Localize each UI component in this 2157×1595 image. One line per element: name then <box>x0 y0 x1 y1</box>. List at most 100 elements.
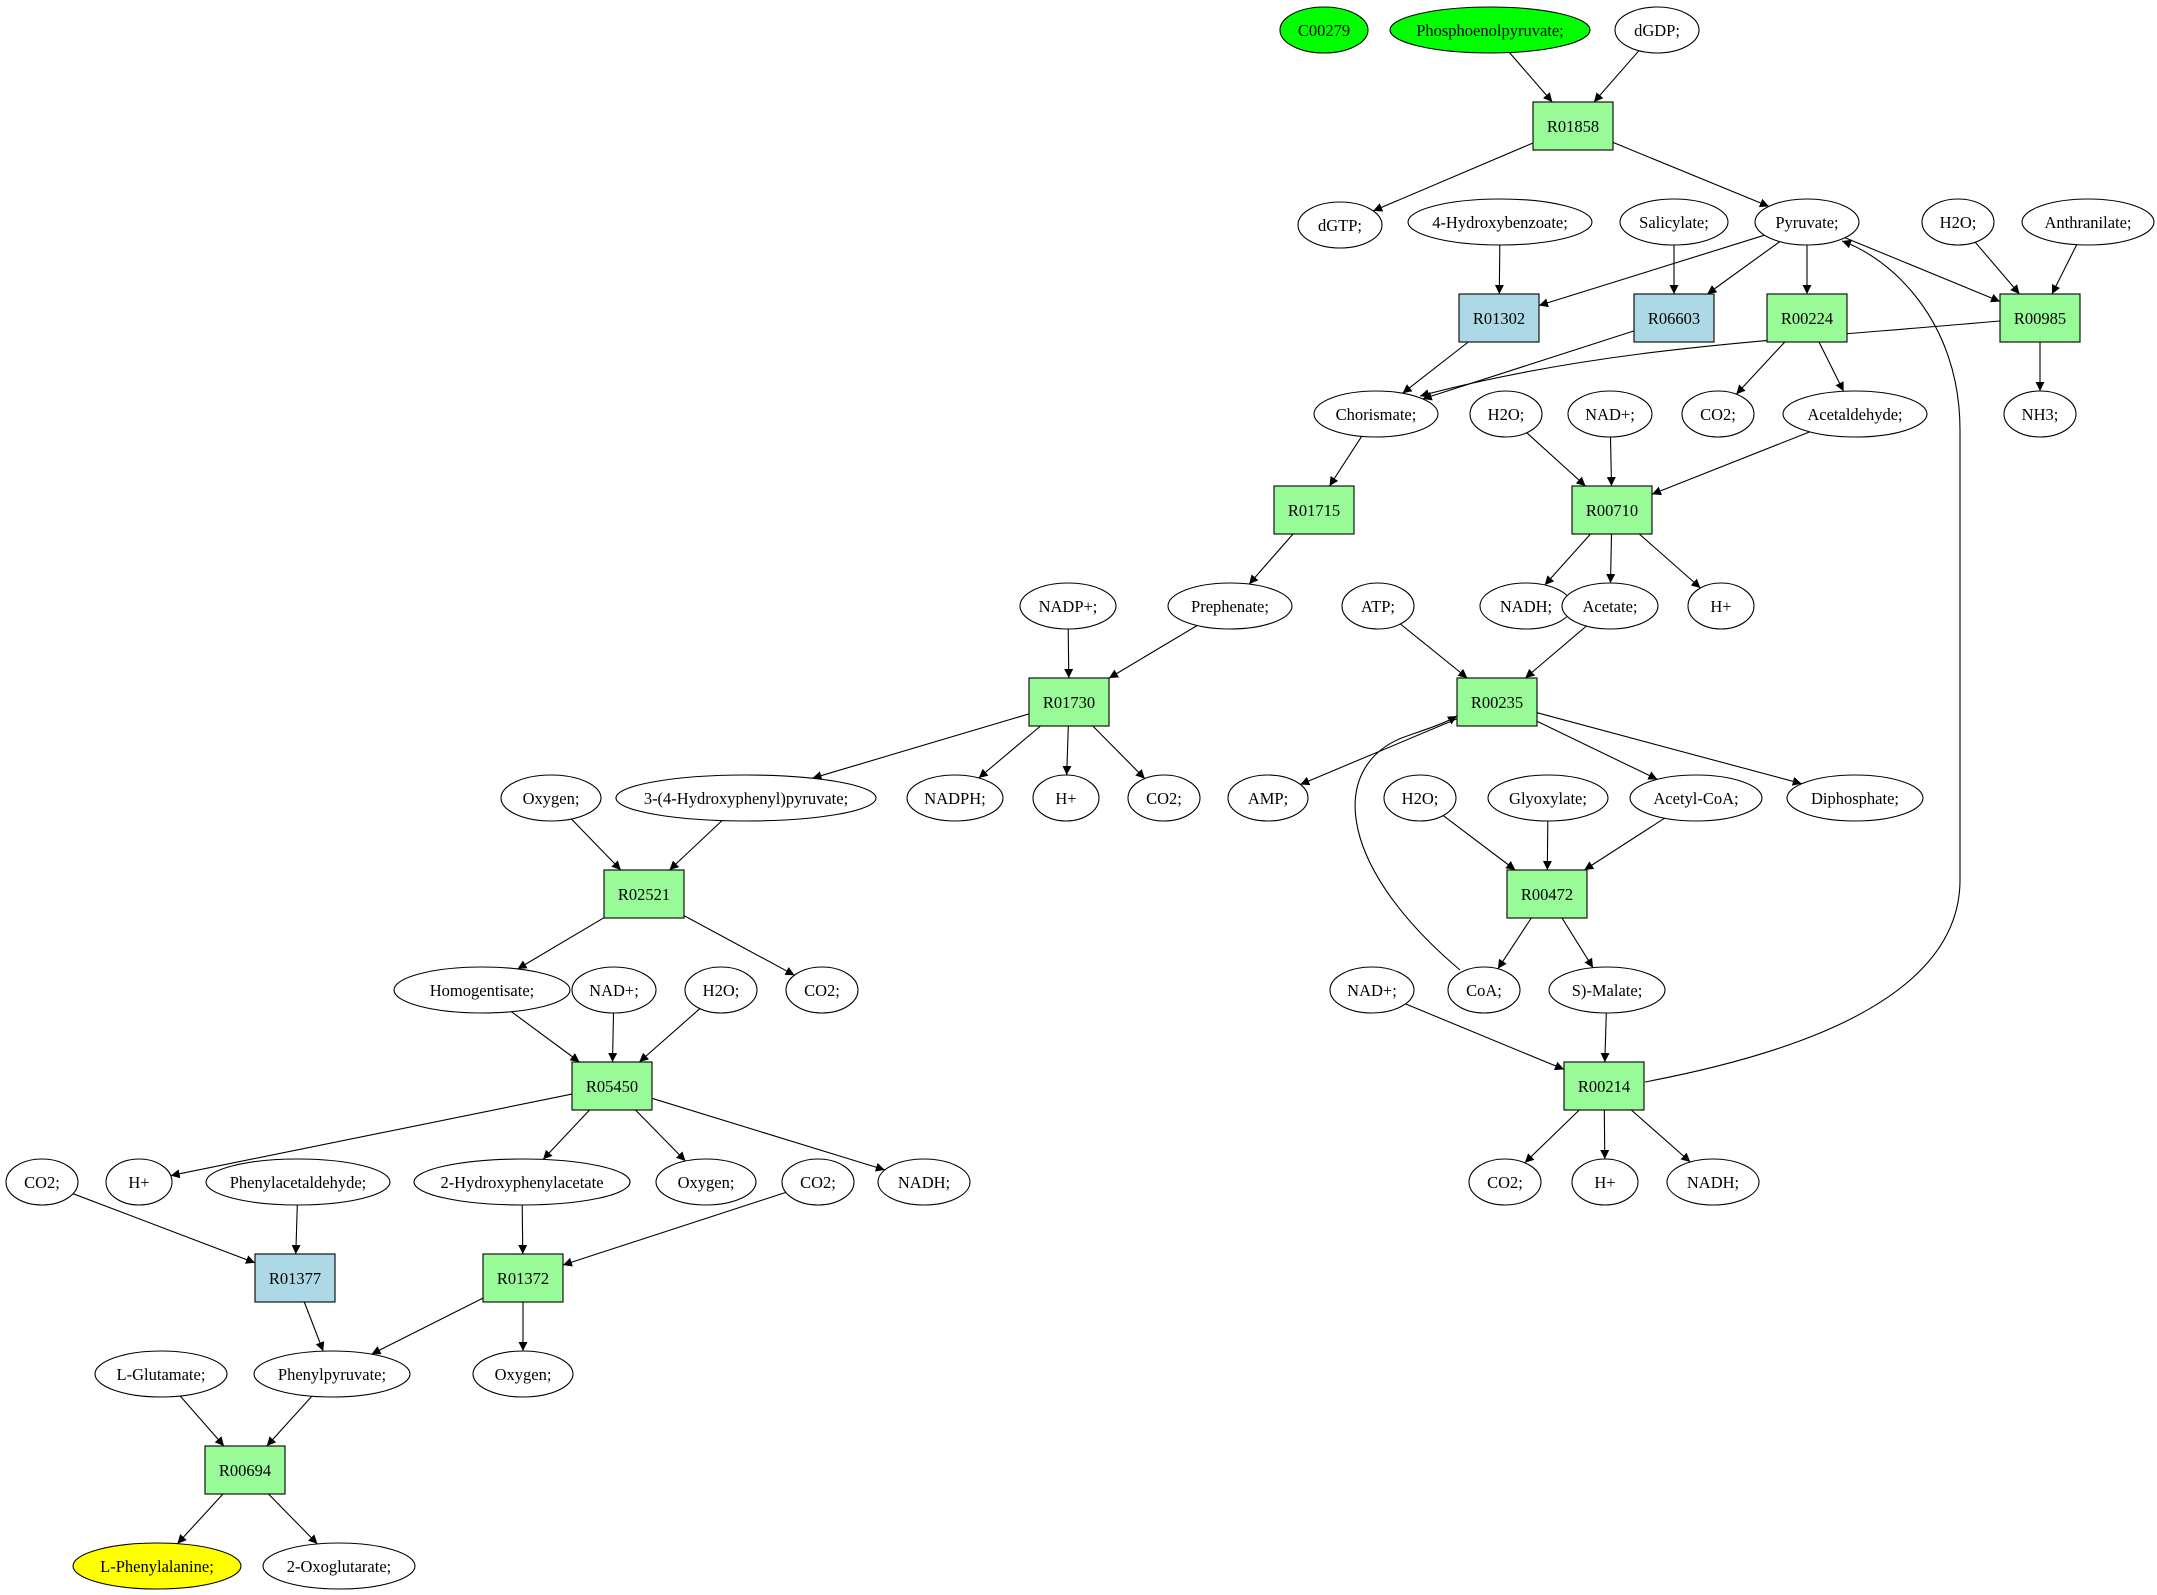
node-label: R00472 <box>1521 885 1573 904</box>
compound-ellipse <box>500 774 602 822</box>
compound-node-oxog[interactable]: 2-Oxoglutarate; <box>262 1542 416 1590</box>
compound-node-homog[interactable]: Homogentisate; <box>393 966 571 1014</box>
compound-node-hplus_d[interactable]: H+ <box>105 1158 173 1206</box>
compound-node-nadh_a[interactable]: NADH; <box>1479 582 1573 630</box>
compound-node-oxy_a[interactable]: Oxygen; <box>500 774 602 822</box>
compound-node-c00279[interactable]: C00279 <box>1279 6 1369 54</box>
compound-node-hpa[interactable]: 2-Hydroxyphenylacetate <box>413 1158 631 1206</box>
reaction-node-r01372[interactable]: R01372 <box>482 1253 564 1303</box>
edge-dgdp-to-r01858 <box>1593 50 1640 103</box>
compound-node-acoa[interactable]: Acetyl-CoA; <box>1629 774 1763 822</box>
reaction-node-r02521[interactable]: R02521 <box>603 869 685 919</box>
compound-node-co2_d[interactable]: CO2; <box>1468 1158 1542 1206</box>
compound-node-coa[interactable]: CoA; <box>1447 966 1521 1014</box>
edge-r00224-to-acald <box>1818 341 1845 392</box>
compound-node-chor[interactable]: Chorismate; <box>1313 390 1439 438</box>
compound-node-atp[interactable]: ATP; <box>1341 582 1415 630</box>
compound-node-co2_b[interactable]: CO2; <box>1127 774 1201 822</box>
compound-ellipse <box>1227 774 1309 822</box>
compound-node-oxy_c[interactable]: Oxygen; <box>472 1350 574 1398</box>
compound-node-acald[interactable]: Acetaldehyde; <box>1782 390 1928 438</box>
node-label: Phosphoenolpyruvate; <box>1416 21 1564 40</box>
edge-r02521-to-homog <box>517 917 605 970</box>
compound-node-smal[interactable]: S)-Malate; <box>1548 966 1666 1014</box>
compound-node-hpp[interactable]: 3-(4-Hydroxyphenyl)pyruvate; <box>615 774 877 822</box>
compound-node-h2o_b[interactable]: H2O; <box>1469 390 1543 438</box>
node-label: H2O; <box>1488 405 1525 424</box>
reaction-node-r00224[interactable]: R00224 <box>1766 293 1848 343</box>
compound-node-nadp[interactable]: NADP+; <box>1019 582 1117 630</box>
compound-node-nad_b[interactable]: NAD+; <box>571 966 657 1014</box>
reaction-node-r00985[interactable]: R00985 <box>1999 293 2081 343</box>
edge-oxy_a-to-r02521 <box>571 818 622 871</box>
compound-node-co2_c[interactable]: CO2; <box>785 966 859 1014</box>
compound-node-glyox[interactable]: Glyoxylate; <box>1487 774 1609 822</box>
compound-ellipse <box>2021 198 2155 246</box>
reaction-node-r00235[interactable]: R00235 <box>1456 677 1538 727</box>
edge-phald-to-r01377 <box>291 1204 301 1255</box>
reaction-node-r01715[interactable]: R01715 <box>1273 485 1355 535</box>
compound-ellipse <box>1341 582 1415 630</box>
edge-r00224-to-co2_a <box>1735 341 1786 395</box>
compound-node-phpyr[interactable]: Phenylpyruvate; <box>253 1350 411 1398</box>
node-label: H2O; <box>1402 789 1439 808</box>
reaction-node-r05450[interactable]: R05450 <box>571 1061 653 1111</box>
compound-node-nadh_c[interactable]: NADH; <box>1666 1158 1760 1206</box>
node-label: NADP+; <box>1039 597 1098 616</box>
compound-node-nh3[interactable]: NH3; <box>2003 390 2077 438</box>
reaction-node-r00710[interactable]: R00710 <box>1571 485 1653 535</box>
edge-preph-to-r01730 <box>1108 625 1198 679</box>
compound-node-dgtp[interactable]: dGTP; <box>1297 201 1383 249</box>
compound-node-dgdp[interactable]: dGDP; <box>1614 6 1700 54</box>
reaction-node-r01730[interactable]: R01730 <box>1028 677 1110 727</box>
compound-node-h2o_c[interactable]: H2O; <box>1383 774 1457 822</box>
compound-node-nadph[interactable]: NADPH; <box>906 774 1004 822</box>
compound-ellipse <box>1786 774 1924 822</box>
compound-ellipse <box>1782 390 1928 438</box>
compound-node-hplus_c[interactable]: H+ <box>1571 1158 1639 1206</box>
compound-node-preph[interactable]: Prephenate; <box>1167 582 1293 630</box>
edge-r00472-to-smal <box>1561 917 1594 968</box>
compound-node-diph[interactable]: Diphosphate; <box>1786 774 1924 822</box>
reaction-node-r01377[interactable]: R01377 <box>254 1253 336 1303</box>
compound-node-hplus_a[interactable]: H+ <box>1687 582 1755 630</box>
compound-node-co2_f[interactable]: CO2; <box>5 1158 79 1206</box>
compound-node-lglu[interactable]: L-Glutamate; <box>94 1350 228 1398</box>
reaction-node-r06603[interactable]: R06603 <box>1633 293 1715 343</box>
compound-ellipse <box>1548 966 1666 1014</box>
reaction-node-r01858[interactable]: R01858 <box>1532 101 1614 151</box>
node-label: dGTP; <box>1318 216 1362 235</box>
compound-ellipse <box>262 1542 416 1590</box>
compound-node-nad_c[interactable]: NAD+; <box>1329 966 1415 1014</box>
compound-node-anth[interactable]: Anthranilate; <box>2021 198 2155 246</box>
compound-node-hplus_b[interactable]: H+ <box>1032 774 1100 822</box>
reaction-node-r01302[interactable]: R01302 <box>1458 293 1540 343</box>
reaction-box <box>1633 293 1715 343</box>
edge-r00710-to-acet <box>1606 533 1616 584</box>
reaction-node-r00472[interactable]: R00472 <box>1506 869 1588 919</box>
compound-ellipse <box>1407 198 1593 246</box>
compound-node-lphe[interactable]: L-Phenylalanine; <box>72 1542 242 1590</box>
compound-node-hbz[interactable]: 4-Hydroxybenzoate; <box>1407 198 1593 246</box>
edge-r05450-to-oxy_b <box>635 1109 686 1162</box>
compound-node-nadh_b[interactable]: NADH; <box>877 1158 971 1206</box>
compound-node-co2_a[interactable]: CO2; <box>1681 390 1755 438</box>
node-label: CO2; <box>1487 1173 1523 1192</box>
compound-ellipse <box>1297 201 1383 249</box>
compound-node-oxy_b[interactable]: Oxygen; <box>655 1158 757 1206</box>
reaction-node-r00694[interactable]: R00694 <box>204 1445 286 1495</box>
compound-ellipse <box>72 1542 242 1590</box>
compound-node-acet[interactable]: Acetate; <box>1561 582 1659 630</box>
compound-node-phald[interactable]: Phenylacetaldehyde; <box>205 1158 391 1206</box>
compound-node-nad_a[interactable]: NAD+; <box>1567 390 1653 438</box>
compound-ellipse <box>1687 582 1755 630</box>
compound-node-co2_e[interactable]: CO2; <box>781 1158 855 1206</box>
compound-node-sal[interactable]: Salicylate; <box>1619 198 1729 246</box>
compound-node-pep[interactable]: Phosphoenolpyruvate; <box>1389 6 1591 54</box>
compound-node-h2o_a[interactable]: H2O; <box>1921 198 1995 246</box>
compound-node-pyr[interactable]: Pyruvate; <box>1754 198 1860 246</box>
compound-node-h2o_d[interactable]: H2O; <box>684 966 758 1014</box>
reaction-node-r00214[interactable]: R00214 <box>1563 1061 1645 1111</box>
compound-node-amp[interactable]: AMP; <box>1227 774 1309 822</box>
edge-r02521-to-co2_c <box>683 915 795 976</box>
